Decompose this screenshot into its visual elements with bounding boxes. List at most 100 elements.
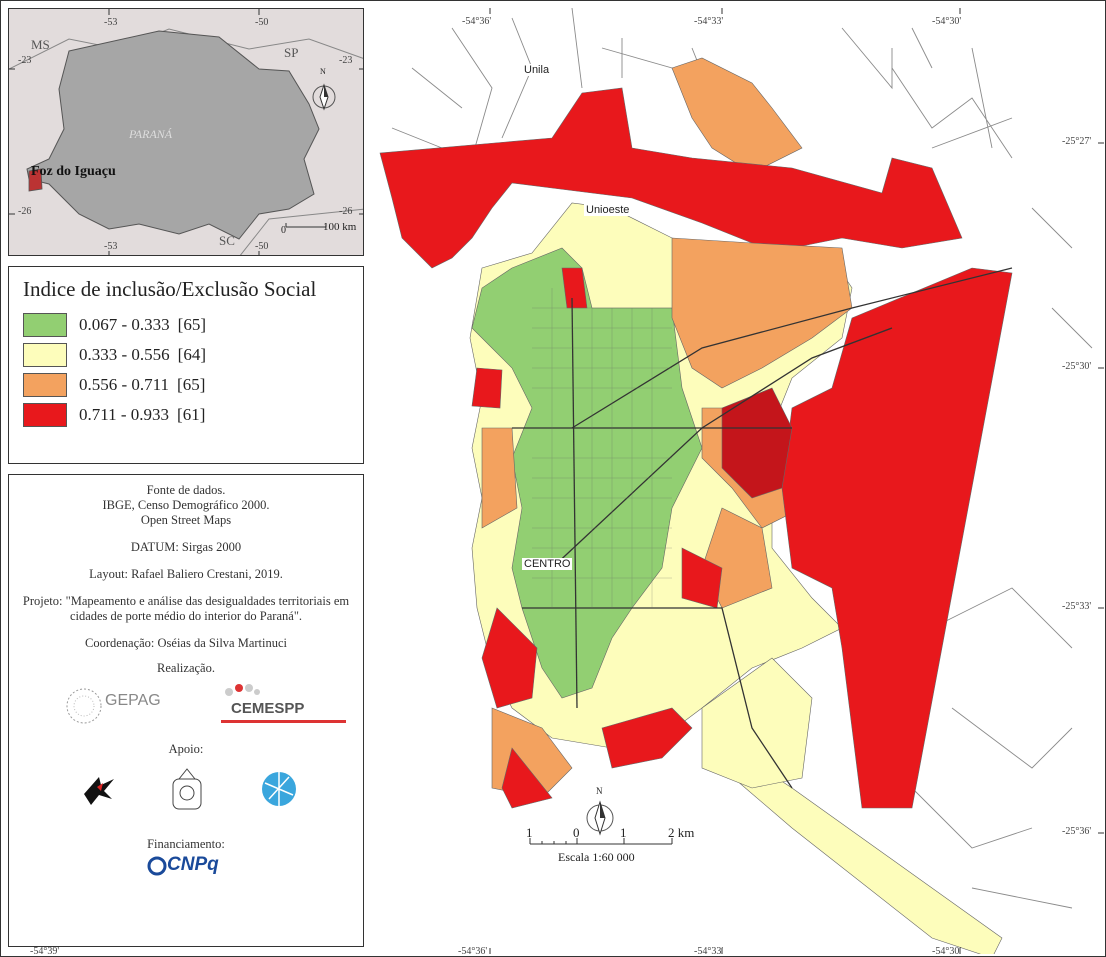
source-line-2: IBGE, Censo Demográfico 2000. <box>102 498 270 512</box>
inset-lat-3: -26 <box>18 206 32 217</box>
legend-swatch <box>23 373 67 397</box>
zone-orange-west <box>481 427 518 529</box>
lon-bottom-3: -54°33' <box>694 946 724 957</box>
gepag-logo-text: GEPAG <box>105 692 161 709</box>
cemespp-logo-text: CEMESPP <box>231 700 305 717</box>
legend-count: [65] <box>177 315 206 334</box>
legend-swatch <box>23 403 67 427</box>
inset-label-ms: MS <box>31 37 50 52</box>
foz-do-iguacu-marker <box>28 168 43 192</box>
graticule-ticks <box>489 8 1104 954</box>
source-line-3: Open Street Maps <box>140 513 232 527</box>
legend-item: 0.556 - 0.711 [65] <box>23 373 205 397</box>
lat-1: -25°27' <box>1062 136 1092 147</box>
inset-label-sc: SC <box>219 233 235 248</box>
realizacao-label: Realização. <box>157 661 215 675</box>
street-grid <box>532 288 672 608</box>
lon-bottom-2: -54°36' <box>458 946 488 957</box>
inset-north-arrow-icon <box>312 83 336 111</box>
inset-lon-bottom-2: -50 <box>255 241 269 252</box>
label-unioeste: Unioeste <box>584 204 632 216</box>
lat-3: -25°33' <box>1062 601 1092 612</box>
zone-red-south <box>501 747 553 809</box>
unioeste-logo-icon <box>84 777 114 805</box>
scale-tick-1: 1 <box>526 825 533 840</box>
credits-panel: Fonte de dados. IBGE, Censo Demográfico … <box>8 474 364 947</box>
scale-tick-2: 2 km <box>668 825 695 840</box>
cnpq-logo-icon <box>147 856 167 876</box>
cnpq-logo-text: CNPq <box>167 854 219 875</box>
lon-bottom-1: -54°39' <box>30 946 60 957</box>
label-unila: Unila <box>522 64 552 76</box>
legend-range: 0.333 - 0.556 <box>79 345 170 364</box>
legend-item: 0.711 - 0.933 [61] <box>23 403 205 427</box>
legend-item: 0.333 - 0.556 [64] <box>23 343 206 367</box>
zone-orange-middle <box>671 237 853 389</box>
zone-red-inner-3 <box>471 367 503 409</box>
zone-yellow-south-east <box>701 657 813 789</box>
gepag-logo-icon <box>66 688 102 724</box>
zone-red-east <box>781 267 1013 809</box>
datum-text: DATUM: Sirgas 2000 <box>130 540 242 554</box>
source-line-1: Fonte de dados. <box>146 483 226 497</box>
inset-label-sp: SP <box>284 45 299 60</box>
main-map: Unila Unioeste CENTRO -54°36' -54°33' -5… <box>372 8 1104 954</box>
legend-count: [65] <box>177 375 206 394</box>
inset-lon-top-1: -53 <box>104 17 118 28</box>
inset-lat-1: -23 <box>18 55 32 66</box>
zone-red-inner-1 <box>721 387 793 499</box>
legend-swatch <box>23 313 67 337</box>
legend-count: [64] <box>177 345 206 364</box>
realizacao-logos: GEPAG CEMESPP <box>9 676 363 736</box>
zone-red-south-2 <box>601 707 693 769</box>
inset-map: -53 -50 -53 -50 -23 -23 -26 -26 MS SP SC… <box>8 8 364 256</box>
layout-text: Layout: Rafael Baliero Crestani, 2019. <box>89 567 283 581</box>
main-north-label: N <box>596 786 603 796</box>
legend-range: 0.067 - 0.333 <box>79 315 170 334</box>
coordination-text: Coordenação: Oséias da Silva Martinuci <box>84 636 288 650</box>
cemespp-logo-icon <box>225 684 260 696</box>
choropleth-map <box>379 8 1104 954</box>
inset-state-name: PARANÁ <box>129 127 173 141</box>
legend-range: 0.556 - 0.711 <box>79 375 170 394</box>
main-north-arrow-icon <box>586 800 614 836</box>
legend: Indice de inclusão/Exclusão Social 0.067… <box>8 266 364 464</box>
globe-logo-icon <box>262 772 296 806</box>
lon-bottom-4: -54°30' <box>932 946 962 957</box>
apoio-label: Apoio: <box>168 742 204 756</box>
inset-lat-2: -23 <box>339 55 353 66</box>
legend-range: 0.711 - 0.933 <box>79 405 170 424</box>
inset-city-label: Foz do Iguaçu <box>31 164 116 179</box>
inset-lon-top-2: -50 <box>255 17 269 28</box>
cnpq-logo: CNPq <box>9 852 363 882</box>
label-centro: CENTRO <box>522 558 573 570</box>
inset-north-label: N <box>320 67 326 76</box>
legend-title: Indice de inclusão/Exclusão Social <box>23 277 317 301</box>
legend-swatch <box>23 343 67 367</box>
project-line-2: cidades de porte médio do interior do Pa… <box>69 609 303 623</box>
zone-orange-north <box>671 57 803 174</box>
zone-red-north <box>379 87 963 269</box>
apoio-logos <box>9 757 363 827</box>
inset-lat-4: -26 <box>339 206 353 217</box>
lon-top-2: -54°33' <box>694 16 724 27</box>
financiamento-label: Financiamento: <box>147 837 225 851</box>
project-line-1: Projeto: "Mapeamento e análise das desig… <box>22 594 350 608</box>
lon-top-1: -54°36' <box>462 16 492 27</box>
inset-scale-zero: 0 <box>281 225 286 236</box>
lat-4: -25°36' <box>1062 826 1092 837</box>
scale-tick-0: 0 <box>573 825 580 840</box>
zone-red-south-west <box>481 607 538 709</box>
inset-map-drawing <box>9 9 363 255</box>
inset-scale-label: 100 km <box>323 221 357 233</box>
zone-yellow-corridor <box>721 747 1003 954</box>
lat-2: -25°30' <box>1062 361 1092 372</box>
legend-count: [61] <box>177 405 206 424</box>
inset-lon-bottom-1: -53 <box>104 241 118 252</box>
scale-label: Escala 1:60 000 <box>558 850 635 864</box>
crest-logo-icon <box>172 768 202 810</box>
legend-item: 0.067 - 0.333 [65] <box>23 313 206 337</box>
scale-tick-1b: 1 <box>620 825 627 840</box>
lon-top-3: -54°30' <box>932 16 962 27</box>
main-scale-bar <box>529 838 673 845</box>
